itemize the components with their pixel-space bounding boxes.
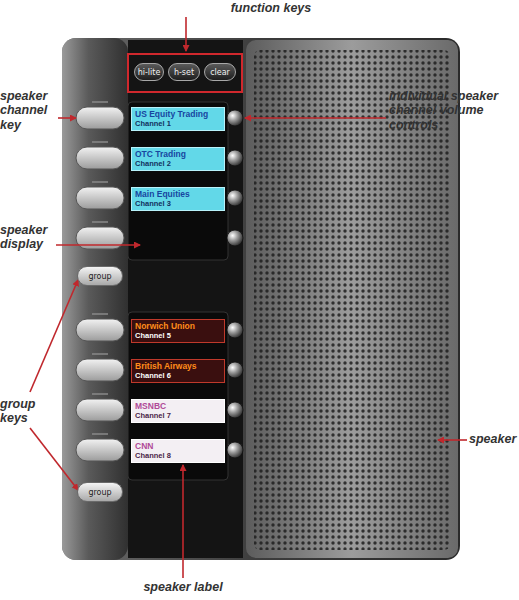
lower-display <box>128 312 228 480</box>
callout-label: individual speaker channel volume contro… <box>389 89 517 132</box>
label-title: CNN <box>135 441 221 451</box>
label-title: British Airways <box>135 361 221 371</box>
label-subtitle: Channel 8 <box>135 451 221 460</box>
label-title: h-set <box>174 68 194 77</box>
label-subtitle: Channel 7 <box>135 411 221 420</box>
speaker-label: MSNBCChannel 7 <box>131 399 225 423</box>
function-key: h-set <box>168 63 200 81</box>
label-title: group <box>88 488 111 497</box>
label-subtitle: Channel 2 <box>135 159 221 168</box>
speaker-label: Main EquitiesChannel 3 <box>131 187 225 211</box>
label-subtitle: Channel 3 <box>135 199 221 208</box>
function-key-bracket <box>128 54 242 92</box>
function-key: clear <box>204 63 236 81</box>
speaker-label: British AirwaysChannel 6 <box>131 359 225 383</box>
callout-label: speaker <box>469 432 517 446</box>
group-key: group <box>77 266 123 286</box>
speaker-label: OTC TradingChannel 2 <box>131 147 225 171</box>
callout-label: speaker channel key <box>0 89 58 132</box>
label-subtitle: Channel 1 <box>135 119 221 128</box>
speaker-label: Norwich UnionChannel 5 <box>131 319 225 343</box>
label-title: group <box>88 272 111 281</box>
upper-display <box>128 102 228 260</box>
label-title: OTC Trading <box>135 149 221 159</box>
channel-keys <box>76 107 124 461</box>
speaker-label: CNNChannel 8 <box>131 439 225 463</box>
label-title: MSNBC <box>135 401 221 411</box>
label-subtitle: Channel 6 <box>135 371 221 380</box>
speaker-grille <box>246 40 458 558</box>
group-key: group <box>77 482 123 502</box>
volume-knobs <box>227 110 243 458</box>
callout-label: speaker label <box>123 580 243 594</box>
callout-label: function keys <box>196 1 346 15</box>
label-subtitle: Channel 5 <box>135 331 221 340</box>
callout-label: speaker display <box>0 223 58 252</box>
label-title: Main Equities <box>135 189 221 199</box>
label-title: US Equity Trading <box>135 109 221 119</box>
label-title: hi-lite <box>138 68 161 77</box>
callout-label: group keys <box>0 397 56 426</box>
label-title: Norwich Union <box>135 321 221 331</box>
label-title: clear <box>210 68 230 77</box>
speaker-label: US Equity TradingChannel 1 <box>131 107 225 131</box>
function-key: hi-lite <box>134 63 164 81</box>
display-column <box>128 40 243 558</box>
